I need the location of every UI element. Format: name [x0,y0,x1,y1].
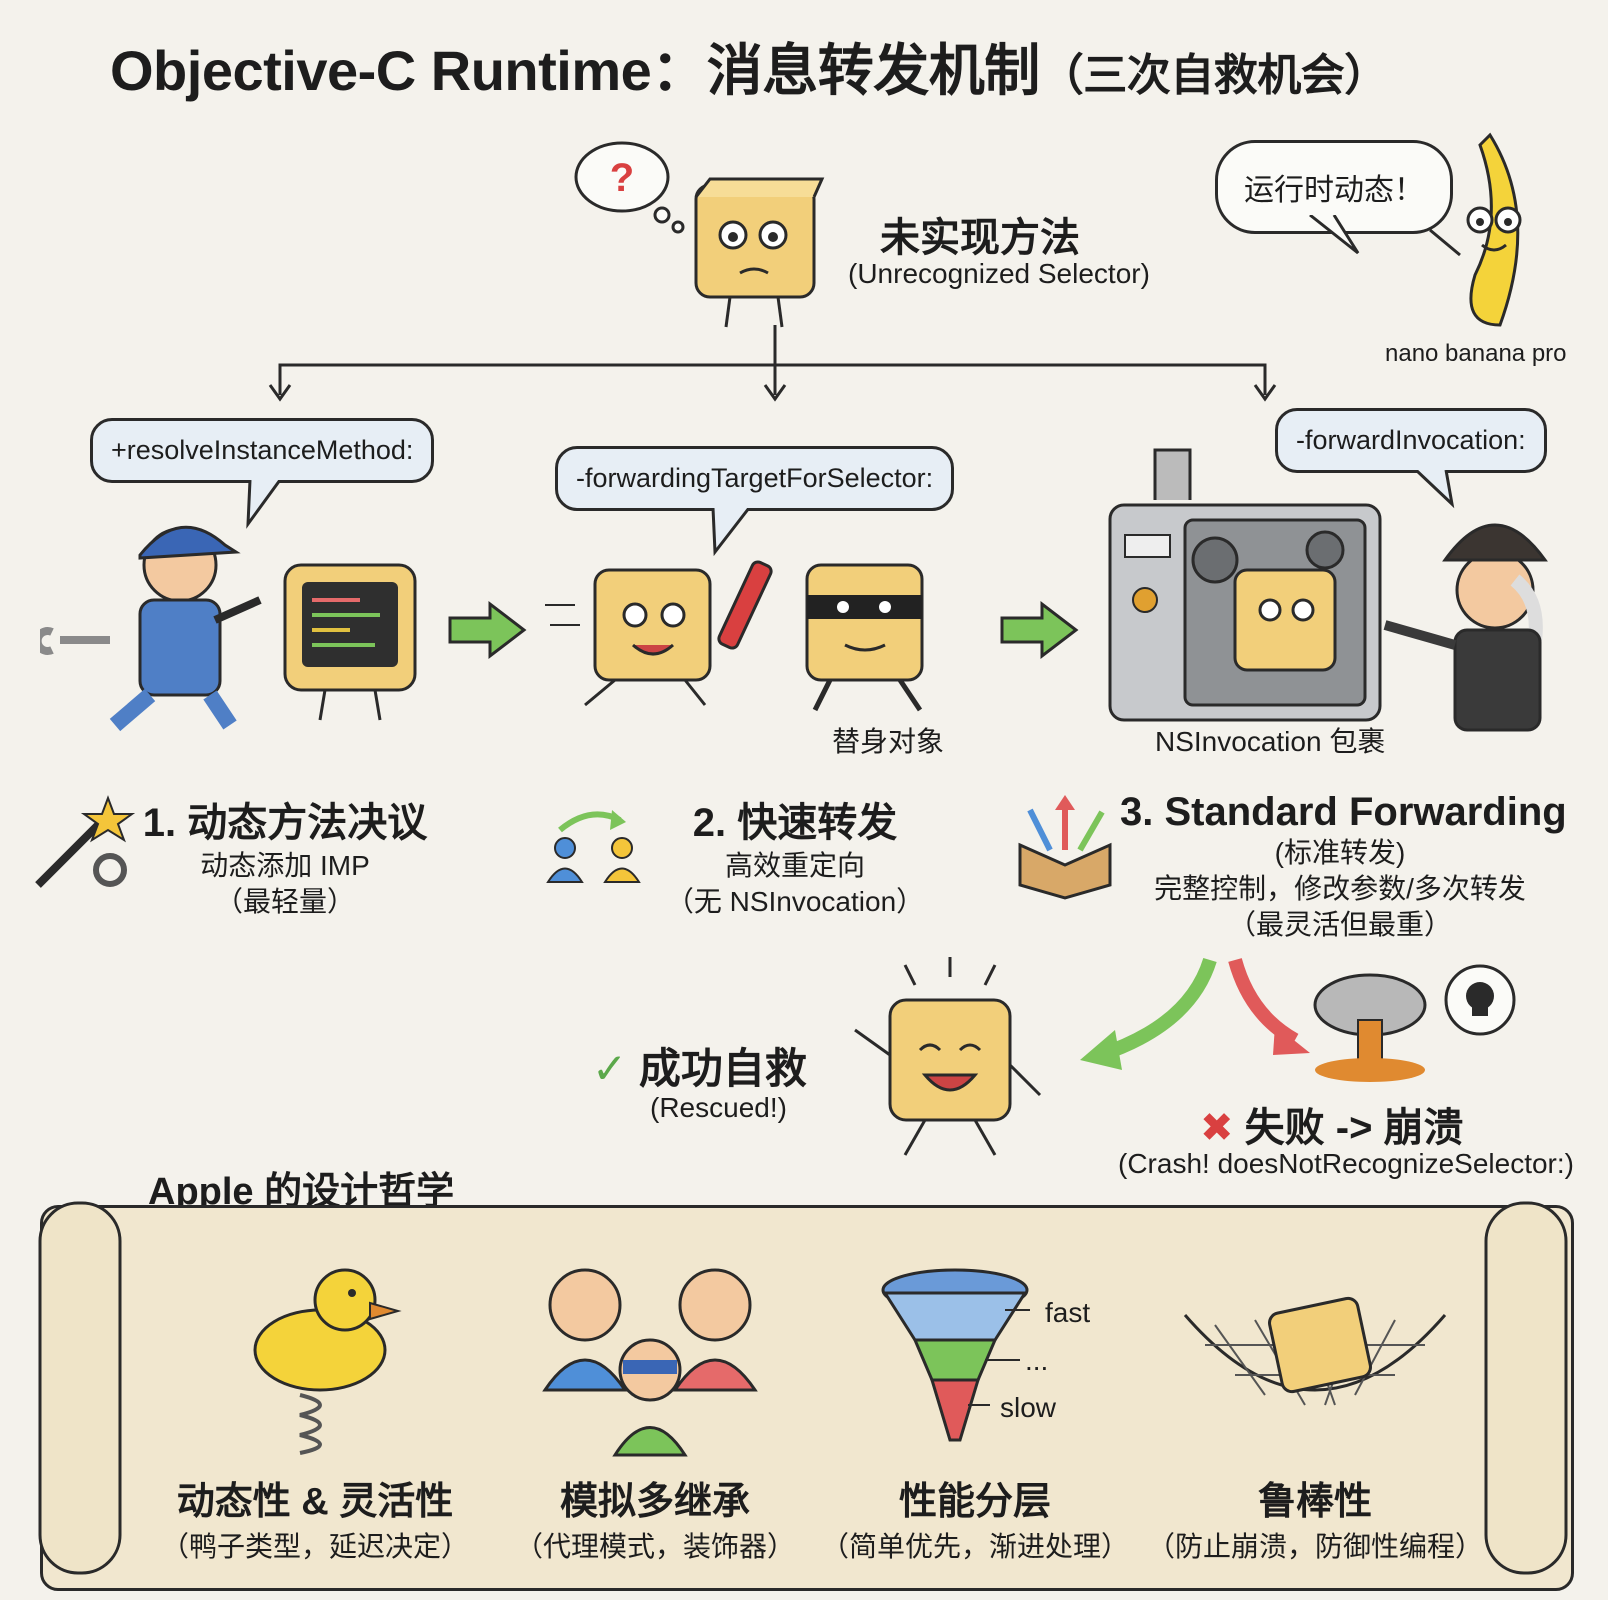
success-sub: (Rescued!) [650,1092,787,1123]
mechanic-fixing-cube-illustration [40,525,417,732]
invocation-machine-illustration [1108,448,1548,732]
confused-cube-illustration: ? [574,141,825,328]
step-2: 2. 快速转发 高效重定向 （无 NSInvocation） [650,790,940,920]
step-3: 3. Standard Forwarding (标准转发) 完整控制，修改参数/… [1120,790,1567,943]
success-title: ✓ 成功自救 [592,1045,807,1092]
step-2-line1: 高效重定向 [724,850,865,881]
banana-mascot-icon [1429,132,1522,327]
step-2-title: 2. 快速转发 [692,801,898,845]
philosophy-item-dynamic: 动态性 & 灵活性 （鸭子类型，延迟决定） [160,1481,469,1562]
gear-icon [1191,536,1239,584]
bubble-tail [711,508,751,557]
failure-arrow-icon [1228,958,1310,1055]
branch-arrows [268,325,1277,402]
question-mark-icon: ? [610,156,634,200]
scroll-roll-right [1484,1201,1568,1575]
funnel-mid-label: ... [1025,1345,1049,1376]
invocation-label: NSInvocation 包裹 [1155,726,1386,757]
proxy-object-label: 替身对象 [832,726,945,757]
philosophy-item-performance: 性能分层 （简单优先，渐进处理） [820,1481,1129,1562]
forwarding-target-bubble: -forwardingTargetForSelector: [555,446,955,511]
resolve-method-bubble: +resolveInstanceMethod: [90,418,435,483]
fail-sub: (Crash! doesNotRecognizeSelector:) [1118,1148,1574,1179]
green-arrow-icon [1000,600,1079,660]
philosophy-item-robustness: 鲁棒性 （防止崩溃，防御性编程） [1146,1481,1483,1562]
step-1: 1. 动态方法决议 动态添加 IMP （最轻量） [140,790,430,920]
explosion-illustration [1313,964,1516,1082]
step-3-title: 3. Standard Forwarding [1120,790,1567,834]
bubble-tail [246,480,282,529]
green-arrow-icon [448,600,527,660]
unrecognized-heading: 未实现方法 [880,216,1080,260]
mascot-name: nano banana pro [1385,340,1567,367]
bubble-tail [1414,470,1455,509]
philosophy-item-inheritance: 模拟多继承 （代理模式，装饰器） [514,1481,795,1562]
cross-icon: ✖ [1200,1106,1234,1150]
step-3-line2: 完整控制，修改参数/多次转发 [1154,873,1526,904]
fail-title: ✖ 失败 -> 崩溃 [1200,1106,1464,1150]
family-inheritance-icon [542,1268,758,1457]
success-arrow-icon [1080,957,1217,1070]
speech-tail [1309,215,1360,255]
gear-icon [1305,530,1345,570]
wrench-icon [40,627,110,655]
page-title: Objective-C Runtime：消息转发机制（三次自救机会） [110,39,1388,102]
unrecognized-subheading: (Unrecognized Selector) [848,258,1150,289]
forward-invocation-bubble: -forwardInvocation: [1275,408,1547,473]
duck-on-spring-icon [253,1268,402,1455]
step-1-line1: 动态添加 IMP [200,850,370,881]
step-3-line3: （最灵活但最重） [1227,909,1452,940]
scroll-roll-left [38,1201,122,1575]
step-3-line1: (标准转发) [1274,837,1406,868]
happy-cube-illustration [854,957,1042,1156]
redirect-users-icon [546,810,641,883]
step-1-line2: （最轻量） [214,886,355,917]
funnel-fast-label: fast [1045,1297,1091,1328]
magic-wand-icon [35,795,136,888]
check-icon: ✓ [592,1045,628,1092]
skull-icon [1466,982,1494,1010]
open-box-icon [1018,795,1112,900]
baton-handoff-illustration [545,560,924,712]
safety-net-icon [1183,1296,1447,1406]
performance-funnel-icon [881,1268,1030,1442]
gear-icon [93,853,127,887]
step-1-title: 1. 动态方法决议 [142,801,428,845]
step-2-line2: （无 NSInvocation） [665,886,925,917]
philosophy-scroll [40,1205,1574,1591]
funnel-slow-label: slow [1000,1392,1057,1423]
